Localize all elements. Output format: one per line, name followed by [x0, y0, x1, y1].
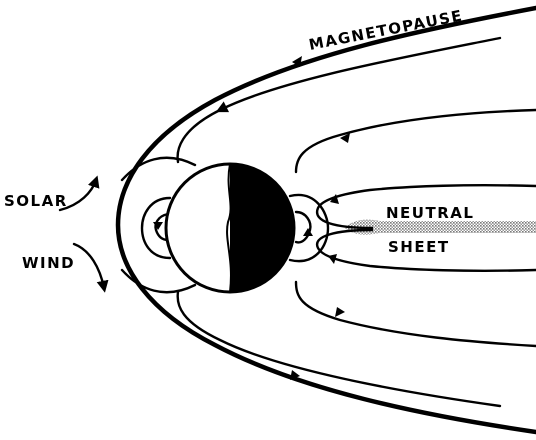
field-line-second-top	[296, 110, 536, 172]
solar-wind-arrow-bottom	[74, 244, 104, 288]
field-line-second-bottom	[296, 282, 536, 346]
sheet-label: SHEET	[388, 238, 450, 256]
earth-night-side	[230, 164, 294, 292]
magnetopause-label: MAGNETOPAUSE	[307, 6, 464, 54]
wind-label: WIND	[22, 254, 75, 272]
nightside-inner-loop	[296, 212, 310, 242]
field-line-outer-top	[178, 38, 500, 162]
field-arrow	[335, 307, 345, 317]
solar-label: SOLAR	[4, 192, 68, 210]
neutral-label: NEUTRAL	[386, 204, 474, 222]
field-arrow	[303, 228, 313, 236]
nightside-loop	[290, 195, 328, 261]
